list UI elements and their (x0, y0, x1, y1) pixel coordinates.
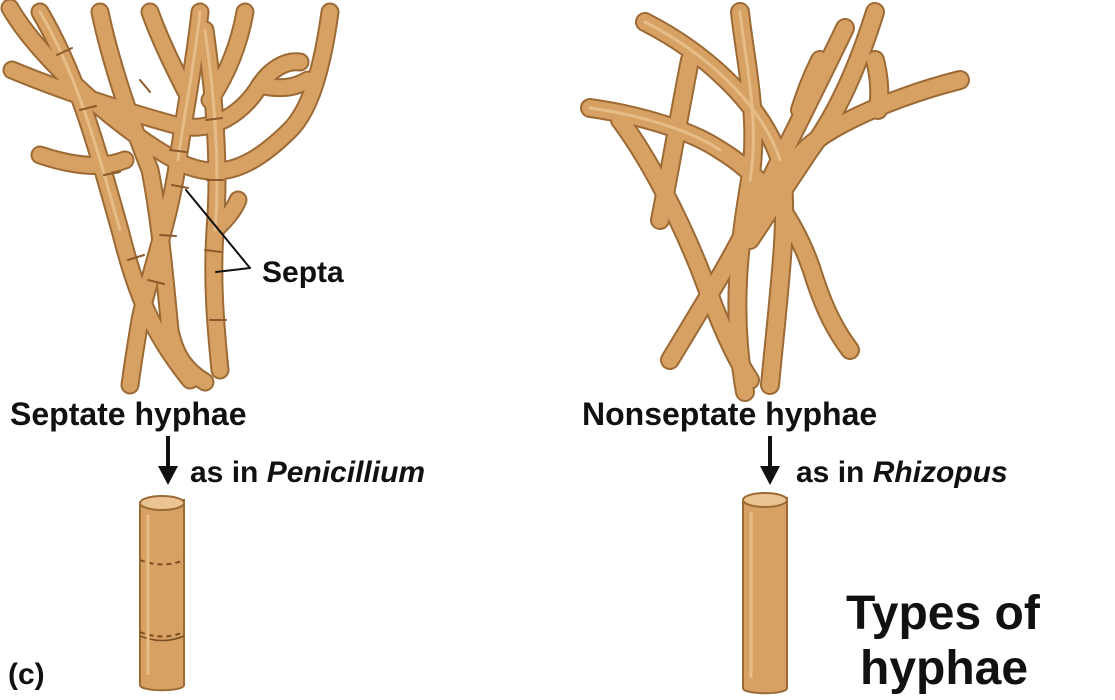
septate-hyphae-network (10, 8, 330, 385)
septate-example: as in Penicillium (190, 458, 425, 488)
nonseptate-hyphae-network (590, 12, 960, 392)
septa-label: Septa (262, 258, 344, 288)
caption-line-1: Types of (846, 590, 1040, 638)
septate-hypha-tube (140, 496, 184, 690)
nonseptate-genus: Rhizopus (873, 456, 1008, 489)
septate-hyphae-title: Septate hyphae (10, 398, 247, 430)
caption-line-2: hyphae (860, 645, 1028, 693)
nonseptate-example-prefix: as in (796, 456, 873, 489)
nonseptate-example: as in Rhizopus (796, 458, 1008, 488)
nonseptate-hyphae-title: Nonseptate hyphae (582, 398, 877, 430)
septate-genus: Penicillium (267, 456, 425, 489)
nonseptate-arrow (760, 436, 780, 485)
septate-example-prefix: as in (190, 456, 267, 489)
nonseptate-hypha-tube (743, 493, 787, 693)
panel-letter: (c) (8, 660, 45, 690)
septate-arrow (158, 436, 178, 485)
